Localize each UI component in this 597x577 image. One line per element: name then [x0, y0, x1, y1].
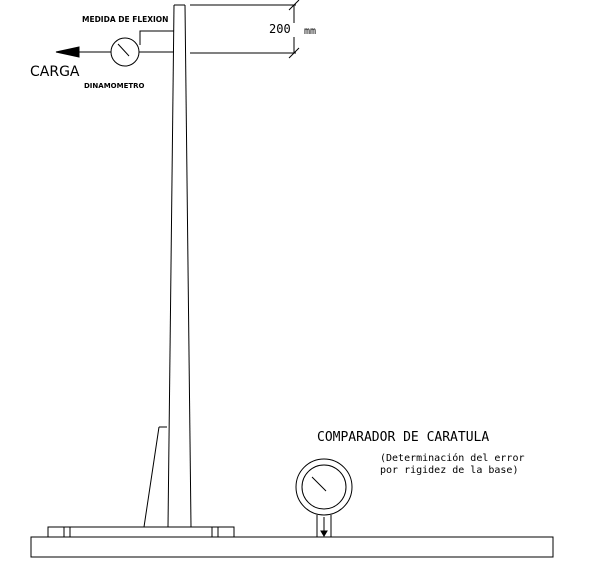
flexion-label: MEDIDA DE FLEXION — [82, 15, 168, 24]
base-stiffener — [143, 426, 167, 528]
dimension-unit: mm — [304, 26, 316, 37]
comparator-title: COMPARADOR DE CARATULA — [317, 430, 489, 445]
pole — [167, 4, 192, 528]
dimension-value: 200 — [269, 22, 291, 36]
flexion-bracket — [139, 30, 174, 45]
dimension-200mm — [190, 0, 300, 59]
dynamometer-label: DINAMOMETRO — [84, 82, 145, 90]
base-plate — [47, 526, 235, 538]
comparator-note-line2: por rigidez de la base) — [380, 465, 518, 476]
ground-slab — [30, 536, 554, 558]
dial-gauge-icon — [295, 458, 353, 516]
comparator-note-line1: (Determinación del error — [380, 452, 525, 464]
gauge-needle — [311, 476, 327, 492]
load-label: CARGA — [30, 64, 80, 80]
dynamometer-needle — [117, 43, 130, 57]
dynamometer — [55, 37, 174, 67]
arrow-left-icon — [55, 46, 80, 58]
comparator-gauge — [295, 458, 353, 537]
